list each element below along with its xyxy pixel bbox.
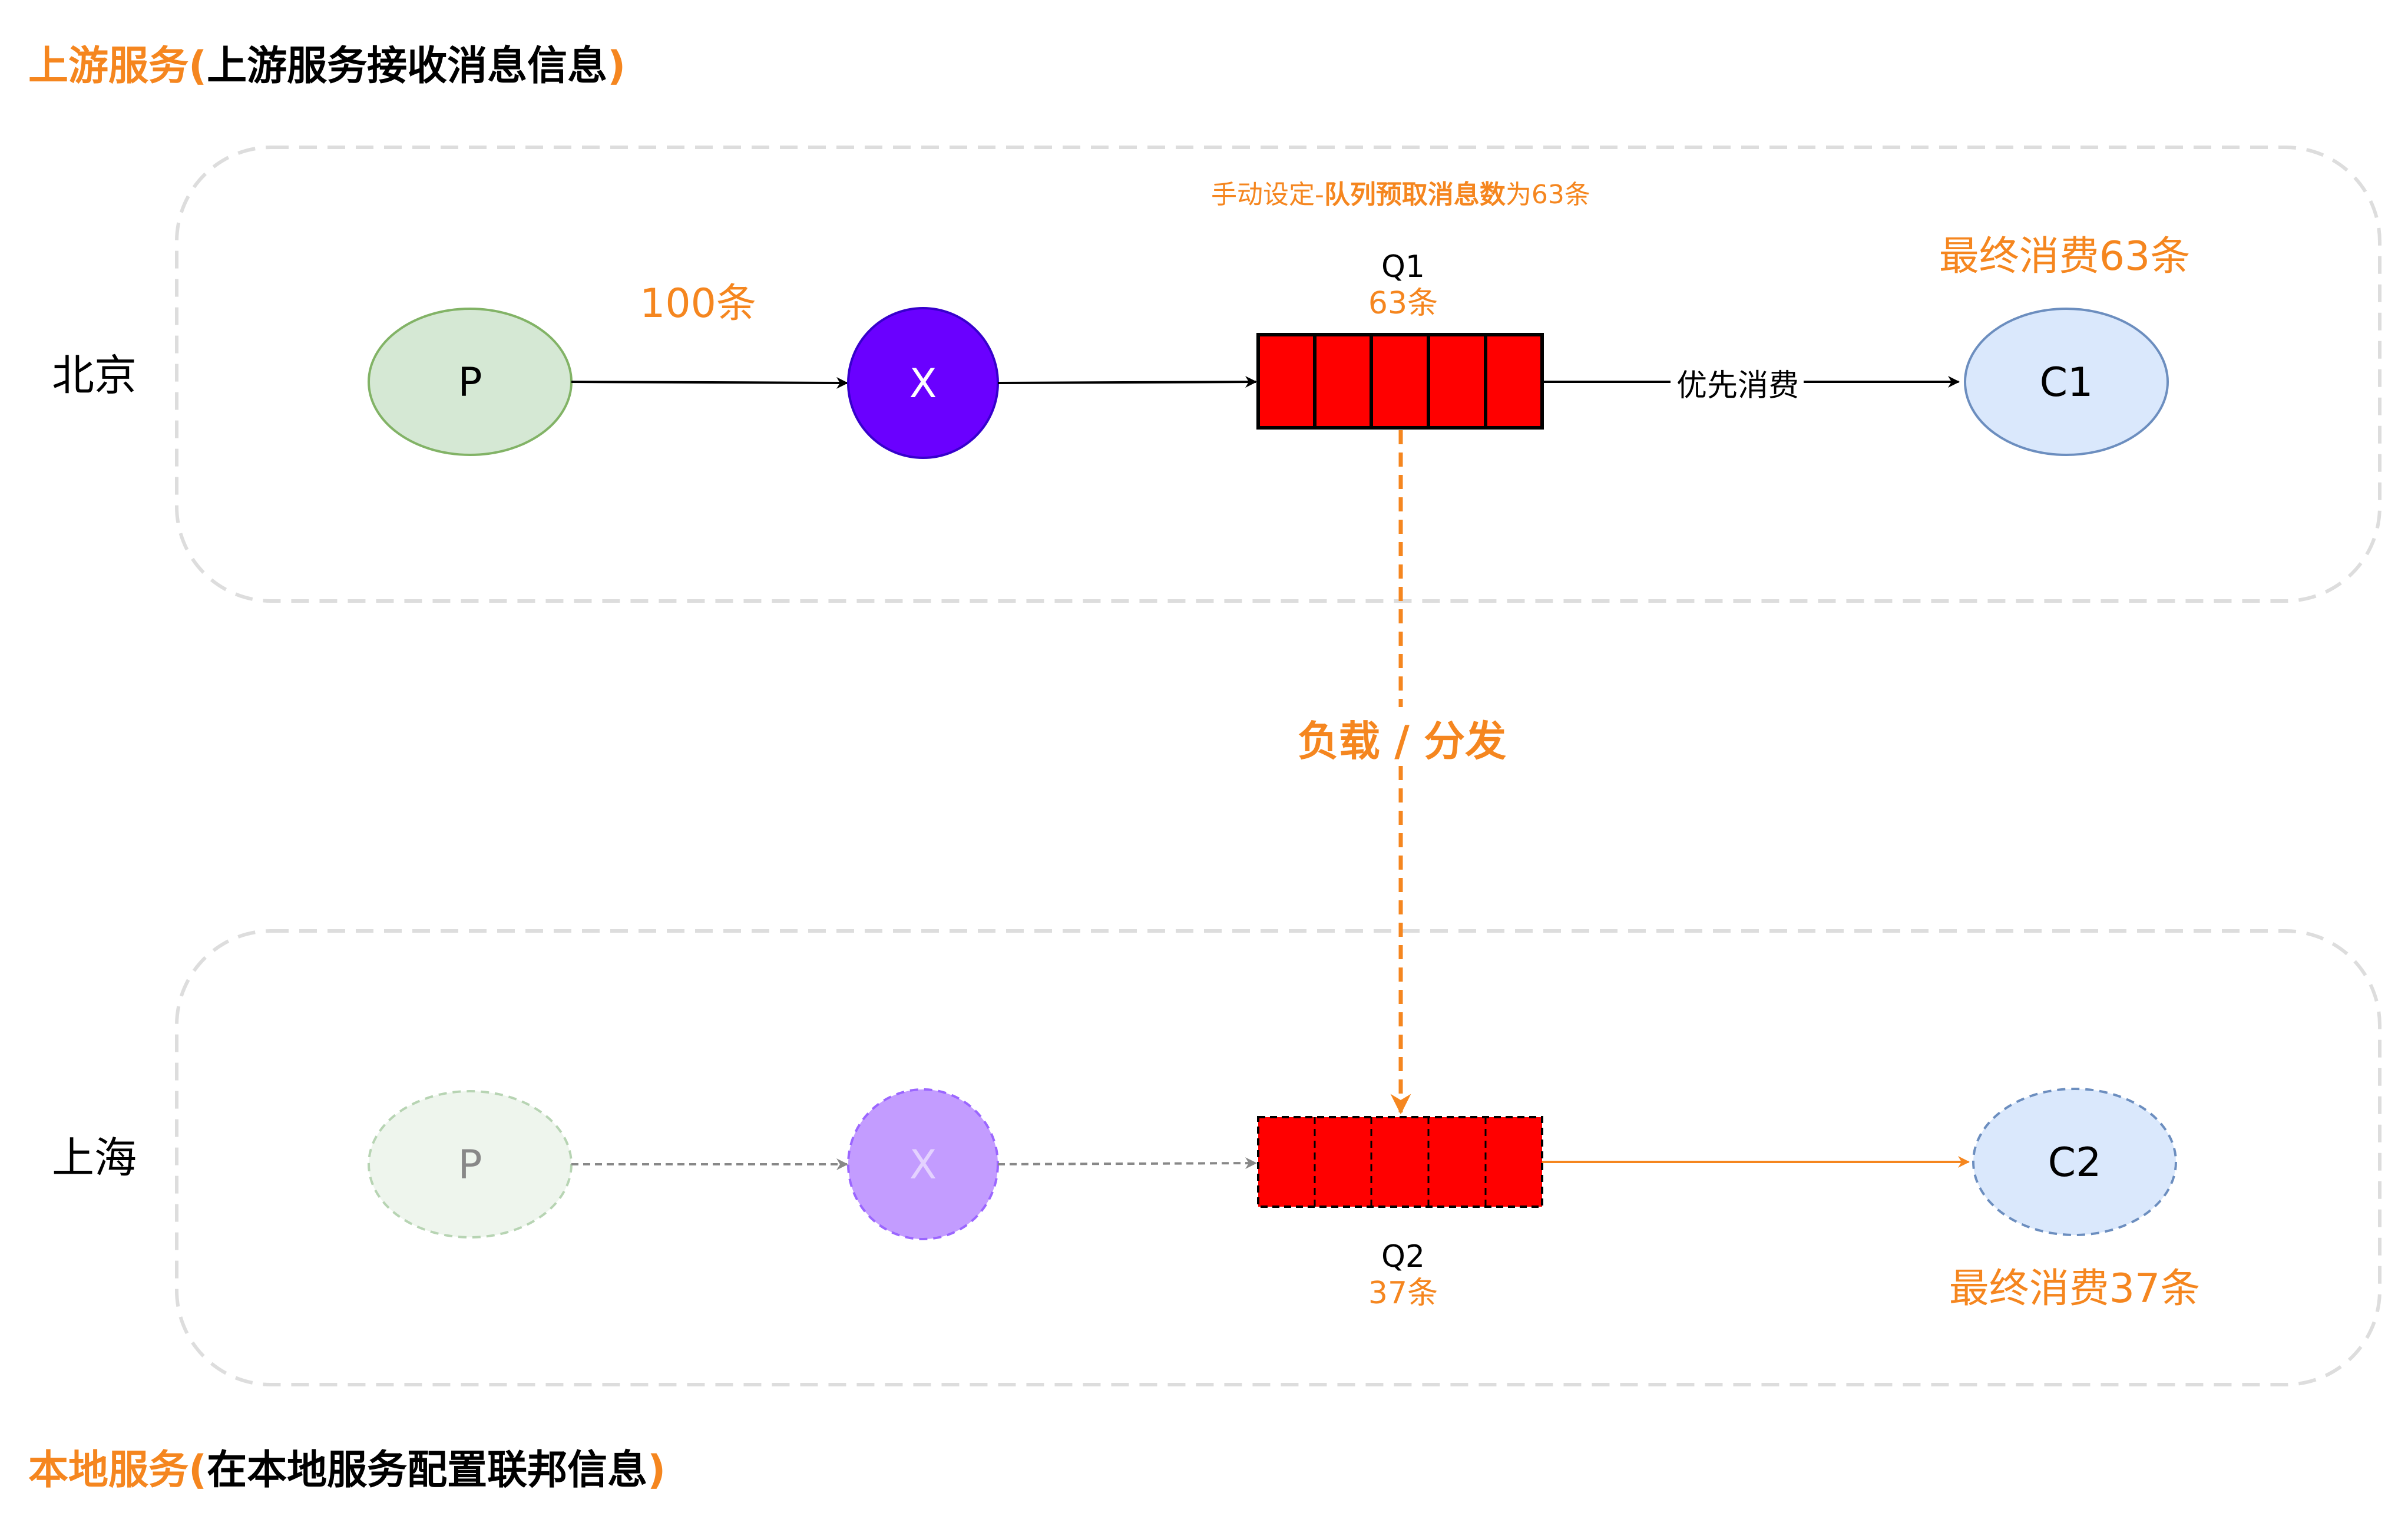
beijing-prefetch-note: 手动设定-队列预取消息数为63条 bbox=[1211, 180, 1590, 210]
federation-transfer-label: 负载 / 分发 bbox=[1298, 717, 1506, 765]
shanghai-exchange-label: X bbox=[909, 1142, 937, 1188]
local-title-close: ) bbox=[647, 1447, 666, 1494]
transfer-label-bg bbox=[1290, 707, 1514, 766]
beijing-message-count: 100条 bbox=[640, 280, 756, 327]
upstream-title-detail: 上游服务接收消息信息 bbox=[207, 43, 607, 90]
beijing-exchange-to-queue-arrow bbox=[997, 376, 1257, 388]
beijing-consumed-label: 最终消费63条 bbox=[1939, 233, 2191, 280]
beijing-consumer-label: C1 bbox=[2040, 359, 2093, 406]
beijing-queue-node bbox=[1256, 333, 1544, 430]
prefetch-note-prefix: 手动设定- bbox=[1211, 180, 1324, 210]
upstream-title: 上游服务(上游服务接收消息信息) bbox=[28, 43, 626, 90]
beijing-region-label: 北京 bbox=[52, 351, 137, 400]
beijing-queue-name: Q1 bbox=[1381, 249, 1425, 285]
shanghai-consumed-label: 最终消费37条 bbox=[1949, 1266, 2201, 1312]
shanghai-consumer-label: C2 bbox=[2048, 1140, 2102, 1186]
shanghai-region bbox=[175, 929, 2381, 1386]
upstream-title-highlight: 上游服务( bbox=[28, 43, 207, 90]
beijing-region bbox=[175, 146, 2381, 603]
beijing-exchange-label: X bbox=[909, 361, 937, 407]
edge-label-bg bbox=[1671, 365, 1804, 401]
shanghai-queue-name: Q2 bbox=[1381, 1239, 1425, 1274]
beijing-queue-count: 63条 bbox=[1368, 286, 1438, 321]
upstream-title-close: ) bbox=[607, 43, 626, 90]
shanghai-producer-label: P bbox=[458, 1142, 482, 1188]
beijing-producer-label: P bbox=[458, 359, 482, 406]
local-title-detail: 在本地服务配置联邦信息 bbox=[207, 1447, 647, 1494]
shanghai-queue-node bbox=[1257, 1116, 1543, 1208]
local-title: 本地服务(在本地服务配置联邦信息) bbox=[28, 1447, 666, 1494]
prefetch-note-emphasis: 队列预取消息数 bbox=[1324, 180, 1506, 210]
prefetch-note-suffix: 为63条 bbox=[1506, 180, 1590, 210]
beijing-producer-to-exchange-arrow bbox=[571, 377, 848, 389]
beijing-edge-label: 优先消费 bbox=[1676, 368, 1799, 404]
shanghai-queue-count: 37条 bbox=[1368, 1276, 1438, 1311]
shanghai-consumer-node bbox=[1972, 1088, 2177, 1236]
local-title-highlight: 本地服务( bbox=[28, 1447, 207, 1494]
shanghai-region-label: 上海 bbox=[52, 1133, 137, 1183]
beijing-consumer-node bbox=[1964, 308, 2169, 456]
shanghai-exchange-to-queue-arrow bbox=[997, 1157, 1257, 1170]
